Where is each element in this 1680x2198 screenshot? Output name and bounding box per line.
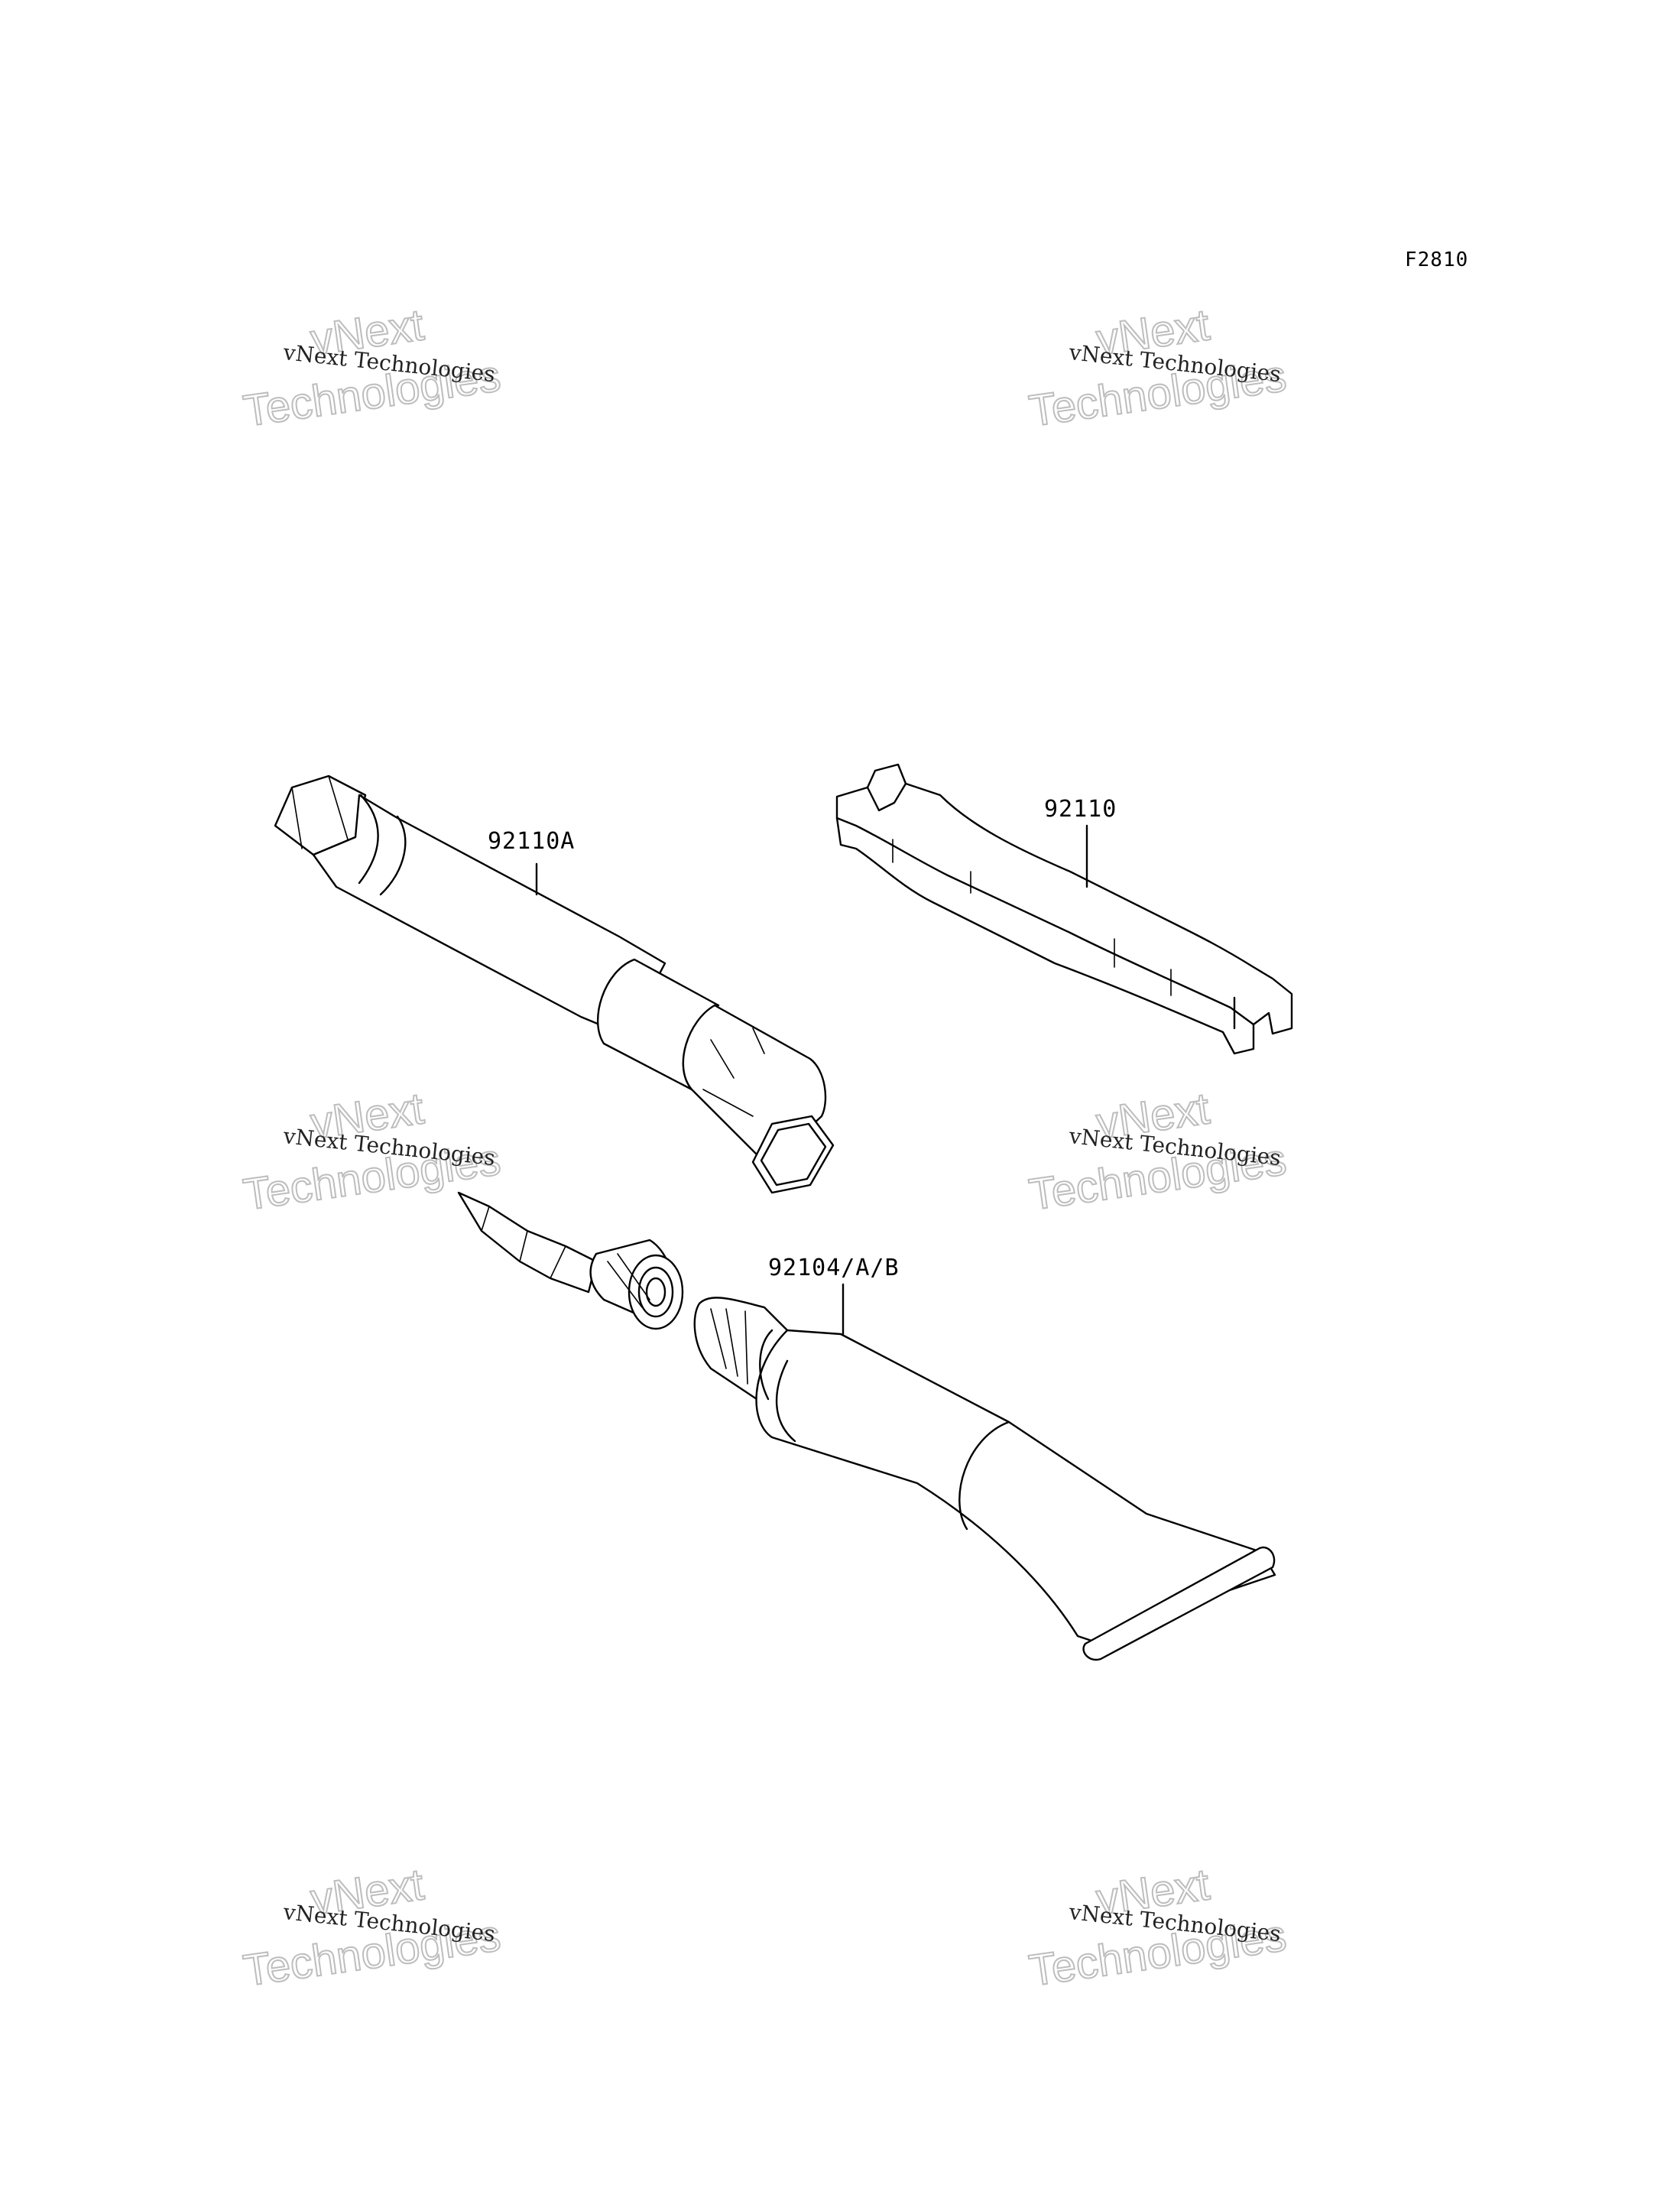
grease-tube-icon xyxy=(457,1191,1276,1661)
watermark-top-left: vNext Technologies vNext Technologies xyxy=(239,299,504,437)
tube-cap-opening-outer xyxy=(628,1254,684,1330)
part-label-92110: 92110 xyxy=(1044,796,1117,823)
box-wrench-hex-socket-inner xyxy=(760,1122,827,1187)
spanner-wrench-icon xyxy=(835,763,1293,1055)
watermark-top-right: vNext Technologies vNext Technologies xyxy=(1025,299,1289,437)
watermark-middle-right: vNext Technologies vNext Technologies xyxy=(1025,1083,1289,1220)
part-label-92104: 92104/A/B xyxy=(768,1255,900,1281)
spanner-wrench-body xyxy=(835,763,1293,1055)
tube-crimped-end xyxy=(1082,1546,1276,1661)
part-label-92110A: 92110A xyxy=(488,828,575,855)
watermark-bottom-left: vNext Technologies vNext Technologies xyxy=(239,1859,504,1996)
box-wrench-icon xyxy=(274,774,835,1194)
figure-code: F2810 xyxy=(1405,248,1468,271)
tube-body xyxy=(755,1329,1276,1645)
watermark-bottom-right: vNext Technologies vNext Technologies xyxy=(1025,1859,1289,1996)
tube-nozzle xyxy=(457,1191,598,1294)
